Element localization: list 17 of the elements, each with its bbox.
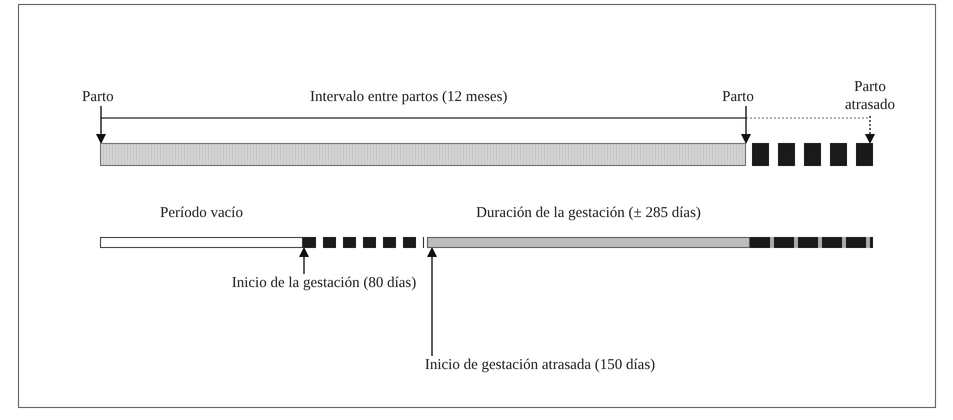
timeline-label: Parto — [82, 88, 122, 106]
timeline-bar — [100, 143, 746, 166]
timeline-label: Parto — [716, 88, 760, 106]
arrow — [741, 106, 751, 144]
arrow — [865, 116, 875, 144]
segment-label: Duración de la gestación (± 285 días) — [475, 205, 702, 222]
timeline-bar — [750, 237, 873, 248]
interval-label: Intervalo entre partos (12 meses) — [310, 88, 508, 106]
timeline-bar — [752, 143, 873, 166]
segment-label: Período vacío — [159, 205, 244, 222]
timeline-label: Inicio de gestación atrasada (150 días) — [375, 356, 705, 376]
timeline-label: Parto atrasado — [830, 78, 910, 114]
timeline-bar — [303, 237, 424, 248]
timeline-label: Inicio de la gestación (80 días) — [226, 274, 422, 294]
arrow — [299, 247, 309, 274]
arrow — [427, 247, 437, 356]
arrow — [96, 106, 106, 144]
